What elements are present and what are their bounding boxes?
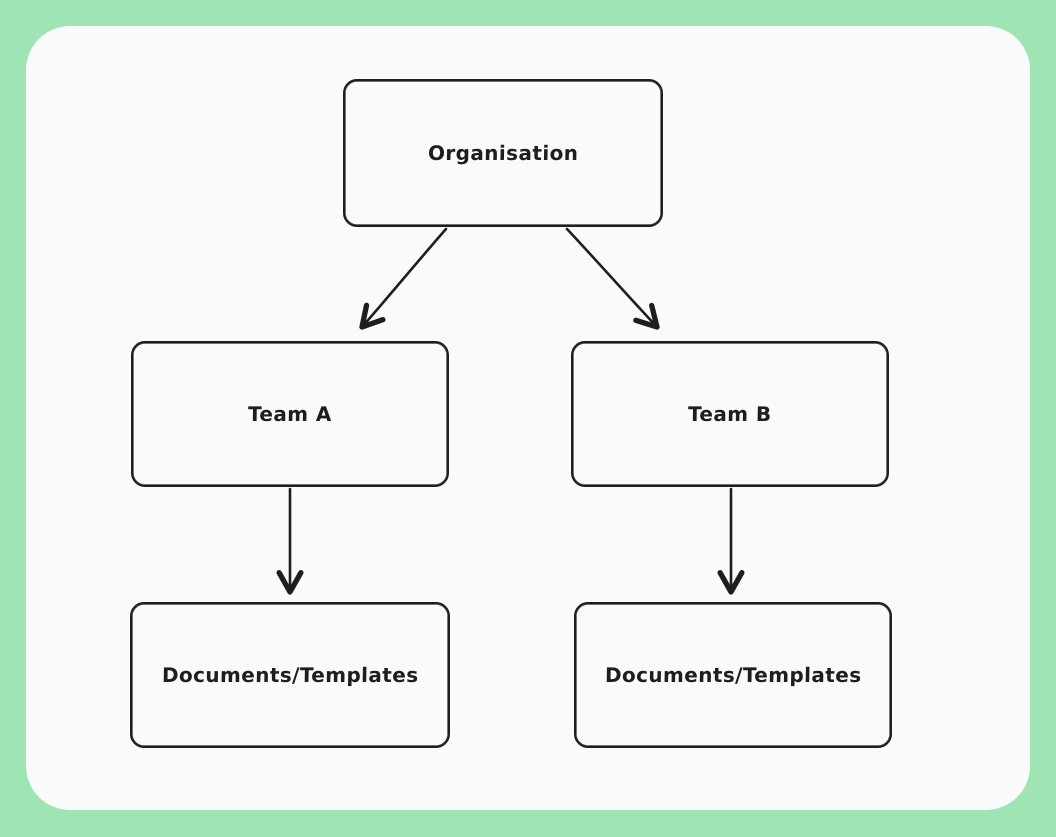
node-team-b-label: Team B (688, 402, 772, 426)
node-organisation: Organisation (343, 79, 663, 227)
node-docs-a-label: Documents/Templates (161, 663, 419, 687)
node-documents-templates-a: Documents/Templates (130, 602, 450, 748)
node-docs-b-label: Documents/Templates (604, 663, 862, 687)
node-organisation-label: Organisation (427, 141, 579, 165)
node-team-b: Team B (571, 341, 889, 487)
node-team-a: Team A (131, 341, 449, 487)
node-team-a-label: Team A (247, 402, 333, 426)
node-documents-templates-b: Documents/Templates (574, 602, 892, 748)
